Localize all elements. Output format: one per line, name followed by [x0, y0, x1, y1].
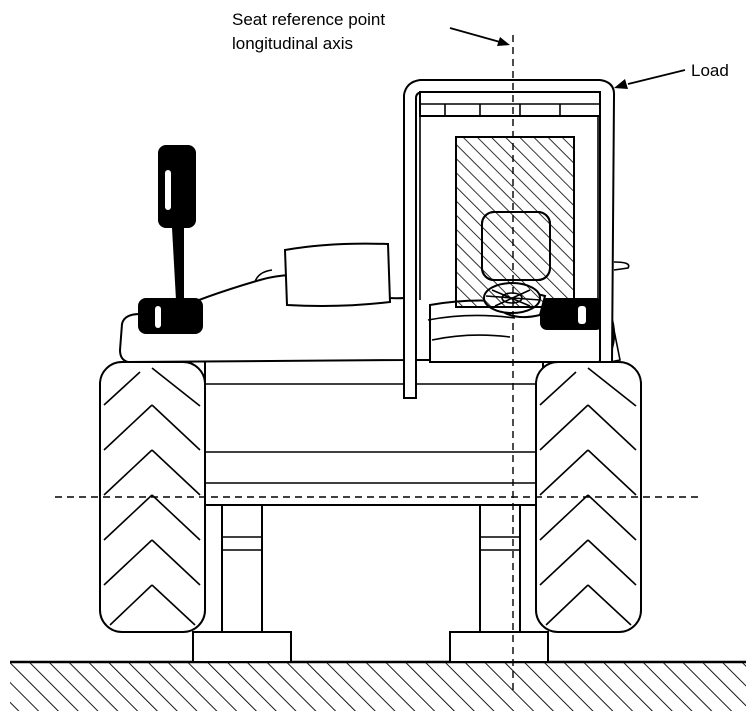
tractor-body — [195, 359, 553, 506]
seat-reference-arrow — [449, 27, 510, 46]
cab-frame — [403, 79, 616, 399]
axle-support-right — [479, 504, 521, 633]
label-seat-reference-point: Seat reference point — [232, 10, 385, 29]
control-lever — [138, 145, 203, 334]
seat-hatch — [481, 211, 551, 281]
label-load: Load — [691, 61, 729, 80]
load-arrow — [614, 69, 686, 89]
ground-block-right — [449, 631, 549, 663]
hood-box — [283, 242, 392, 307]
axle-support-left — [221, 504, 263, 633]
label-longitudinal-axis: longitudinal axis — [232, 34, 353, 53]
ground-block-left — [192, 631, 292, 663]
ground — [10, 660, 746, 711]
